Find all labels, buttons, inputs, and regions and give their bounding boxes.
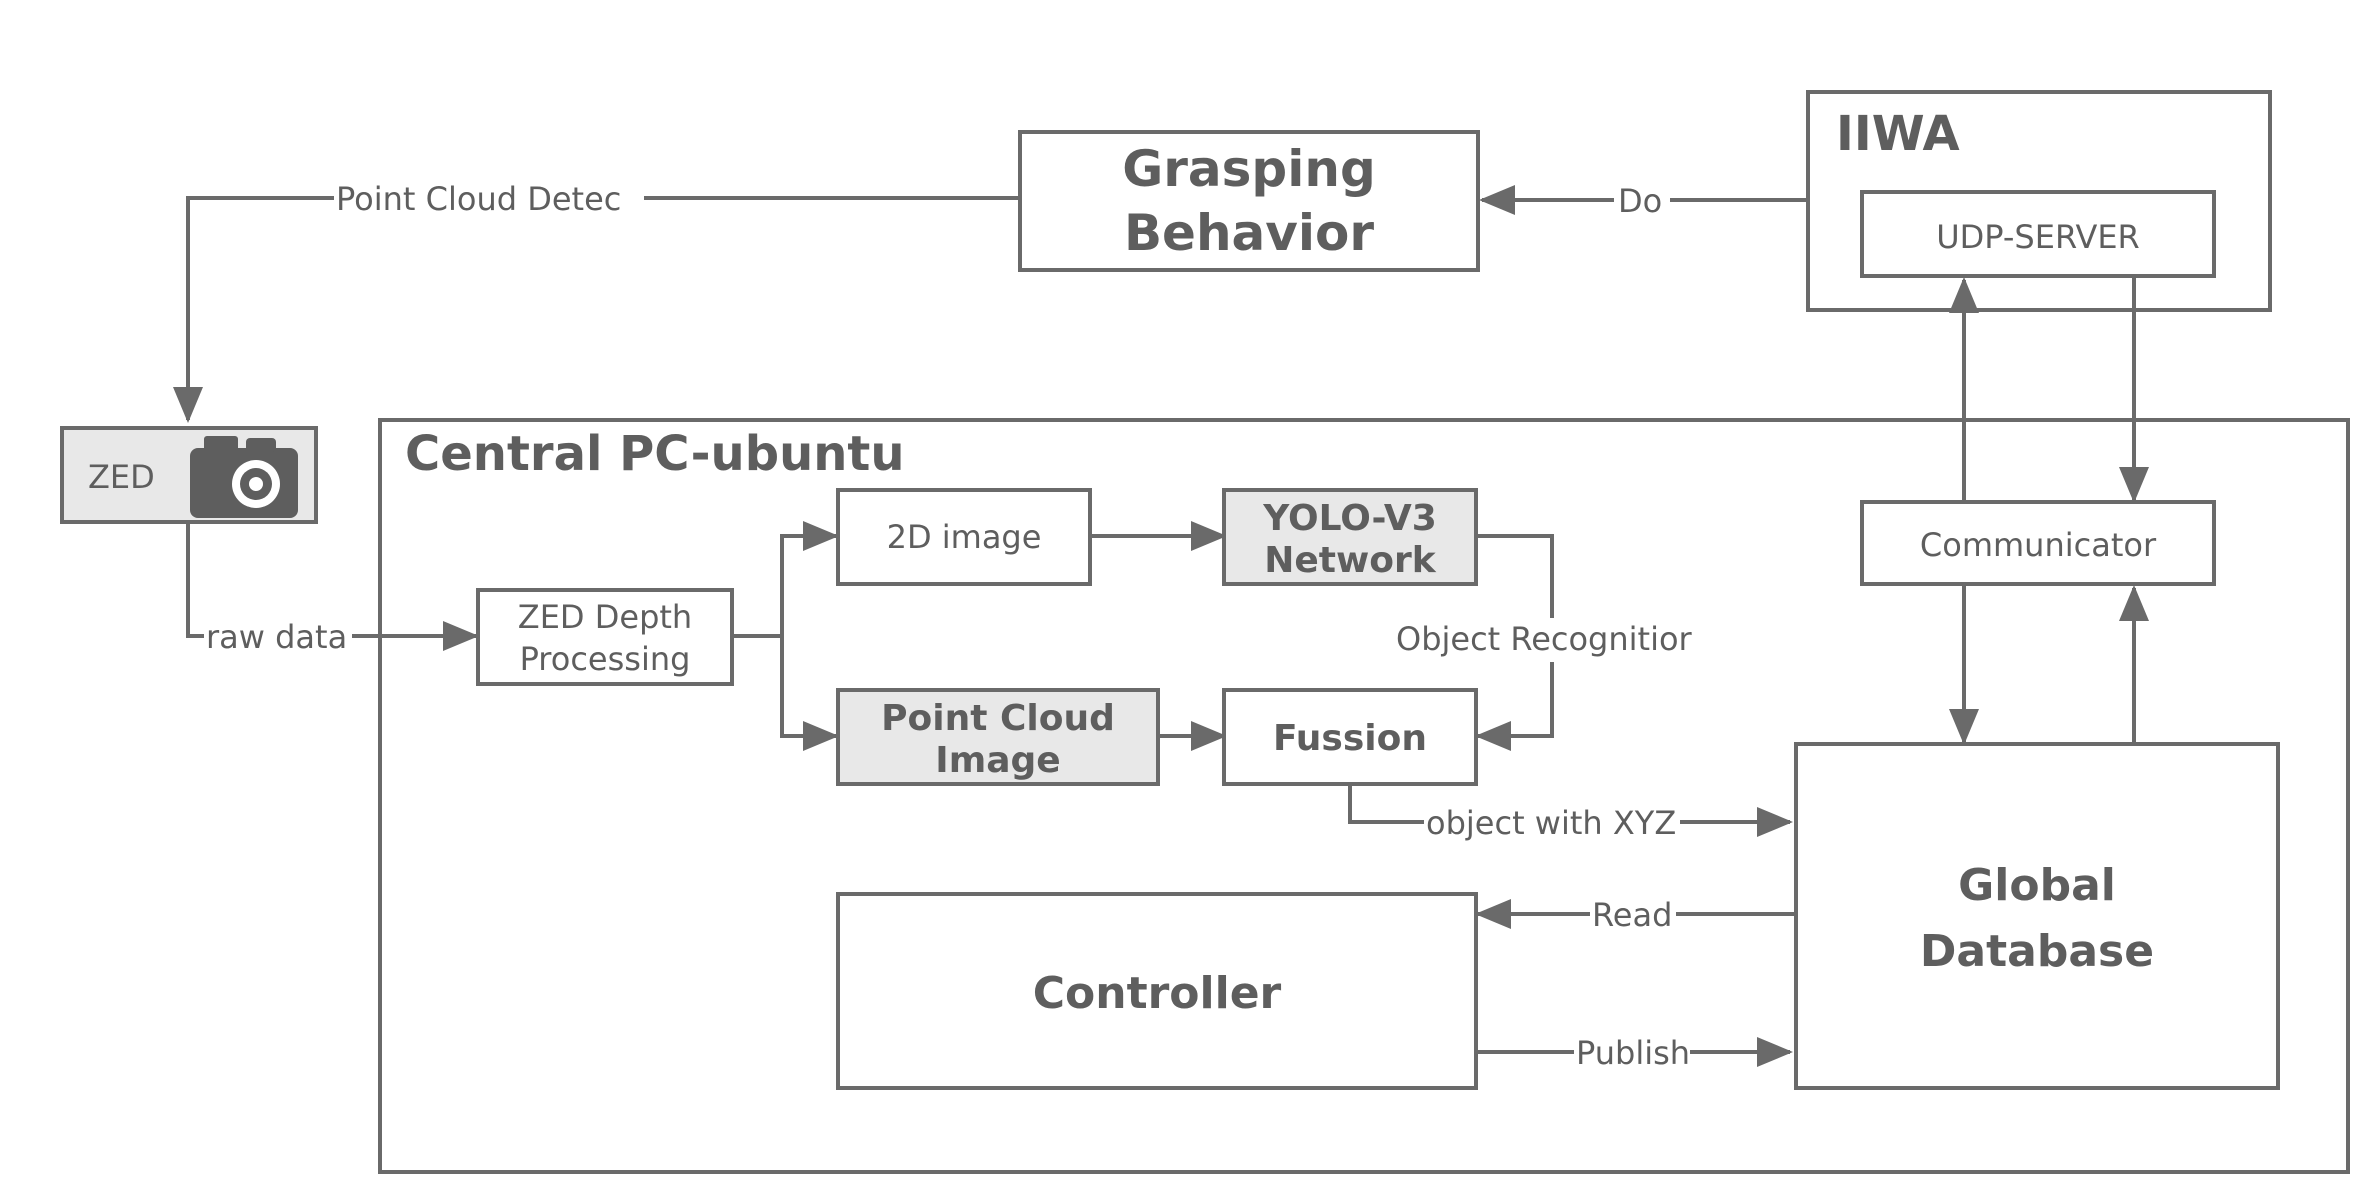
zed-depth-line1: ZED Depth [518, 598, 692, 636]
edge-label-raw-data: raw data [206, 618, 347, 656]
edge-object-recognition: Object Recognitior [1394, 534, 1712, 751]
yolo-line2: Network [1264, 540, 1436, 581]
edge-label-object-xyz: object with XYZ [1426, 804, 1676, 842]
node-zed-camera[interactable]: ZED [60, 426, 318, 524]
node-2d-image[interactable]: 2D image [836, 488, 1092, 586]
edge-label-point-cloud-detec: Point Cloud Detec [336, 180, 621, 218]
edge-read: Read [1475, 894, 1794, 934]
iiwa-title: IIWA [1836, 106, 1960, 162]
point-cloud-line1: Point Cloud [881, 698, 1115, 739]
udp-server-label: UDP-SERVER [1936, 218, 2140, 256]
zed-depth-line2: Processing [520, 640, 691, 678]
grasping-line2: Behavior [1124, 204, 1374, 262]
node-grasping-behavior[interactable]: Grasping Behavior [1018, 130, 1480, 272]
node-udp-server[interactable]: UDP-SERVER [1860, 190, 2216, 278]
edge-split [734, 521, 839, 751]
edge-publish: Publish [1476, 1032, 1793, 1072]
node-fussion[interactable]: Fussion [1222, 688, 1478, 786]
edge-do: Do [1479, 180, 1808, 220]
node-point-cloud-image[interactable]: Point Cloud Image [836, 688, 1160, 786]
iiwa-container: IIWA [1806, 90, 2272, 312]
central-pc-title: Central PC-ubuntu [405, 426, 905, 482]
yolo-line1: YOLO-V3 [1262, 498, 1437, 539]
fussion-label: Fussion [1273, 718, 1427, 759]
camera-icon [190, 436, 298, 518]
grasping-line1: Grasping [1122, 140, 1376, 198]
global-db-line2: Database [1920, 926, 2154, 977]
edge-label-publish: Publish [1576, 1034, 1690, 1072]
node-global-database[interactable]: Global Database [1794, 742, 2280, 1090]
zed-label: ZED [88, 458, 155, 496]
edge-object-xyz: object with XYZ [1348, 784, 1793, 842]
node-zed-depth-processing[interactable]: ZED Depth Processing [476, 588, 734, 686]
node-communicator[interactable]: Communicator [1860, 500, 2216, 586]
edge-label-do: Do [1618, 182, 1662, 220]
edge-label-read: Read [1592, 896, 1672, 934]
global-db-line1: Global [1958, 860, 2116, 911]
2d-image-label: 2D image [887, 518, 1042, 556]
edge-point-cloud-detec: Point Cloud Detec [173, 178, 1020, 423]
controller-label: Controller [1033, 968, 1282, 1019]
edge-label-object-recognition: Object Recognitior [1396, 620, 1693, 658]
node-controller[interactable]: Controller [836, 892, 1478, 1090]
central-pc-container: Central PC-ubuntu [378, 418, 2350, 1174]
edge-raw-data: raw data [186, 524, 479, 656]
point-cloud-line2: Image [935, 740, 1060, 781]
node-yolo-v3-network[interactable]: YOLO-V3 Network [1222, 488, 1478, 586]
communicator-label: Communicator [1920, 526, 2157, 564]
